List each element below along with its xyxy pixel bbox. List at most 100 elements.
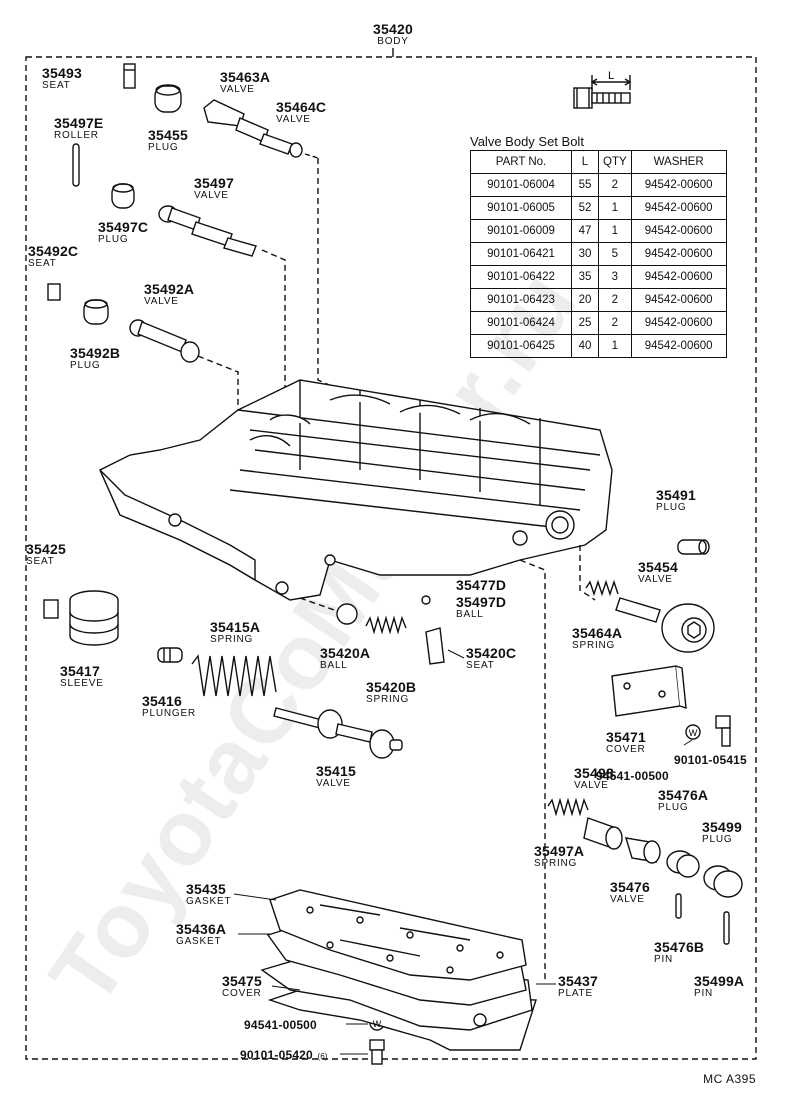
part-name: VALVE bbox=[220, 84, 255, 95]
washer-cover-symbol bbox=[685, 724, 701, 740]
part-number: 35492C bbox=[28, 243, 79, 259]
part-number: 35464C bbox=[276, 99, 327, 115]
part-number: 35493 bbox=[42, 65, 82, 81]
label-35477D: 35477D bbox=[456, 578, 506, 592]
part-number: 35454 bbox=[638, 559, 678, 575]
seat-35493-shape bbox=[123, 63, 136, 89]
part-number: 35436A bbox=[176, 921, 227, 937]
cell-l: 55 bbox=[571, 173, 599, 197]
bolt-05420-shape bbox=[369, 1039, 385, 1065]
plug-35476A-shape bbox=[666, 850, 700, 878]
part-name: VALVE bbox=[610, 894, 645, 905]
cell-l: 40 bbox=[571, 334, 599, 358]
part-name: VALVE bbox=[276, 114, 311, 125]
part-number: 35420C bbox=[466, 645, 517, 661]
bolt-table-title: Valve Body Set Bolt bbox=[470, 134, 584, 149]
valve-35497-shape bbox=[158, 205, 257, 257]
valve-35454-shape bbox=[615, 597, 715, 653]
part-name: VALVE bbox=[638, 574, 673, 585]
seat-35492C-shape bbox=[47, 283, 61, 301]
part-name: VALVE bbox=[144, 296, 179, 307]
part-name: SPRING bbox=[534, 858, 578, 869]
cell-l: 20 bbox=[571, 288, 599, 312]
label-body: 35420 BODY bbox=[373, 22, 413, 47]
pin-35499A-shape bbox=[723, 911, 730, 945]
part-name: COVER bbox=[222, 988, 262, 999]
part-name: SEAT bbox=[28, 258, 57, 269]
part-name: SPRING bbox=[210, 634, 254, 645]
part-name: BALL bbox=[320, 660, 348, 671]
cell-qty: 2 bbox=[598, 288, 632, 312]
valve-35498-shape bbox=[583, 817, 623, 850]
part-name: GASKET bbox=[176, 936, 222, 947]
part-number: 35464A bbox=[572, 625, 623, 641]
label-body-number: 35420 bbox=[373, 21, 413, 37]
bolt-length-label: L bbox=[608, 70, 614, 82]
part-name: PLUG bbox=[658, 802, 689, 813]
part-number: 35416 bbox=[142, 693, 182, 709]
cell-qty: 2 bbox=[598, 311, 632, 335]
cell-washer: 94542-00600 bbox=[630, 311, 727, 335]
plug-35491-shape bbox=[677, 539, 710, 555]
part-name: PIN bbox=[694, 988, 714, 999]
valve-body-casting bbox=[99, 379, 613, 601]
cell-l: 52 bbox=[571, 196, 599, 220]
washer-bottom-text: W bbox=[373, 1019, 382, 1029]
bolt-table-header-l: L bbox=[571, 150, 599, 174]
part-number: 35437 bbox=[558, 973, 598, 989]
ball-35420A-shape bbox=[336, 603, 358, 625]
spring-35420B-shape bbox=[365, 615, 407, 635]
cell-qty: 1 bbox=[598, 196, 632, 220]
part-name: VALVE bbox=[316, 778, 351, 789]
cell-washer: 94542-00600 bbox=[630, 334, 727, 358]
part-name: GASKET bbox=[186, 896, 232, 907]
part-number: 35499 bbox=[702, 819, 742, 835]
part-number: 35415 bbox=[316, 763, 356, 779]
cell-part: 90101-06004 bbox=[470, 173, 572, 197]
cell-washer: 94542-00600 bbox=[630, 242, 727, 266]
cell-washer: 94542-00600 bbox=[630, 219, 727, 243]
sleeve-35417-shape bbox=[69, 590, 119, 646]
part-name: BALL bbox=[456, 609, 484, 620]
part-number: 35417 bbox=[60, 663, 100, 679]
part-name: PLUG bbox=[70, 360, 101, 371]
bolt-table-header-row: PART No. L QTY WASHER bbox=[470, 150, 727, 174]
cell-part: 90101-06005 bbox=[470, 196, 572, 220]
part-number: 35420B bbox=[366, 679, 417, 695]
cell-part: 90101-06009 bbox=[470, 219, 572, 243]
cell-l: 47 bbox=[571, 219, 599, 243]
part-number: 90101-05415 bbox=[674, 753, 747, 767]
spring-35415A-shape bbox=[191, 654, 277, 697]
label-bolt-05420: 90101-05420 (6) bbox=[240, 1047, 328, 1063]
ball-35497D-shape bbox=[421, 595, 431, 605]
part-number: 35435 bbox=[186, 881, 226, 897]
part-number: 35499A bbox=[694, 973, 745, 989]
seat-35425-shape bbox=[43, 599, 59, 619]
part-number: 35463A bbox=[220, 69, 271, 85]
bolt-table-header-part: PART No. bbox=[470, 150, 572, 174]
